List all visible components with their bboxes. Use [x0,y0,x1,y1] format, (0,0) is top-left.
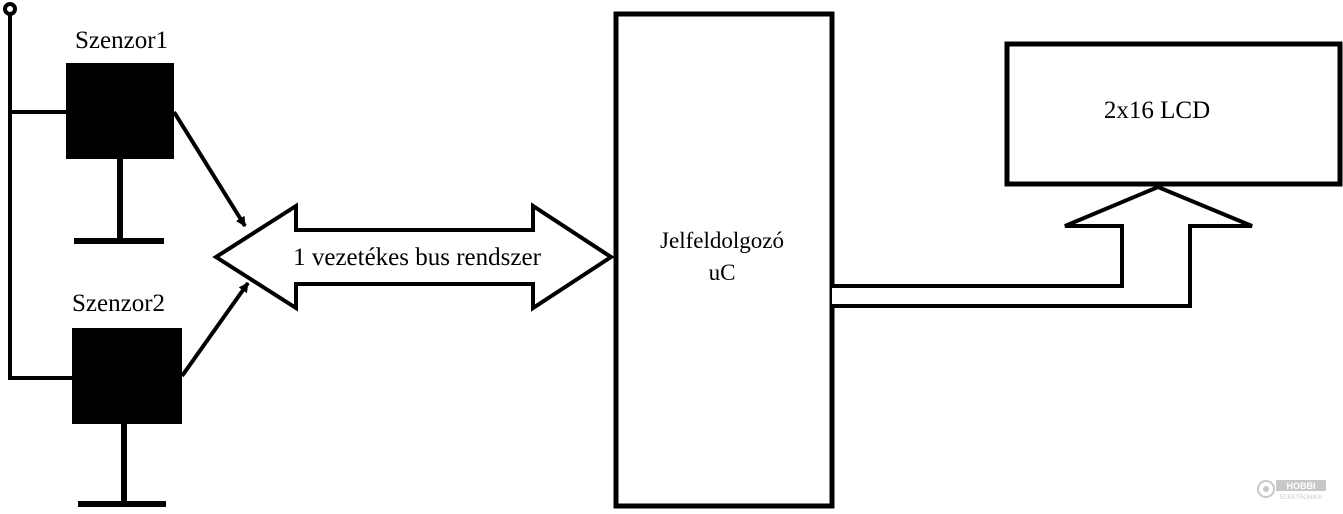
bus-arrow-shape [212,202,615,312]
processor-block: Jelfeldolgozó uC [613,11,835,509]
sensor-2: Szenzor2 [72,290,182,507]
bus-label: 1 vezetékes bus rendszer [293,244,541,271]
sensor-1-body [66,63,174,159]
watermark-logo-icon [1257,480,1275,498]
supply-terminal [3,2,17,16]
lcd-label: 2x16 LCD [1104,97,1210,124]
sensor-1: Szenzor1 [66,27,174,244]
processor-label-line1: Jelfeldolgozó [660,228,784,253]
bus-double-arrow: 1 vezetékes bus rendszer [212,202,615,312]
sensor-2-label: Szenzor2 [72,290,165,317]
watermark-line1: HOBBI [1287,481,1316,491]
sensor-2-to-bus-arrow [180,281,250,378]
processor-box [613,11,835,509]
sensor-2-body [72,328,182,424]
lcd-box [1004,41,1343,187]
power-rail [3,2,72,380]
watermark-line2: ELEKTRONIKA [1280,495,1322,501]
processor-to-lcd-arrow [832,184,1253,308]
processor-label-line2: uC [709,260,736,285]
sensor-1-label: Szenzor1 [75,27,168,54]
watermark: HOBBI ELEKTRONIKA [1257,480,1326,501]
lcd-block: 2x16 LCD [1004,41,1343,187]
sensor-1-to-bus-arrow [172,110,247,228]
